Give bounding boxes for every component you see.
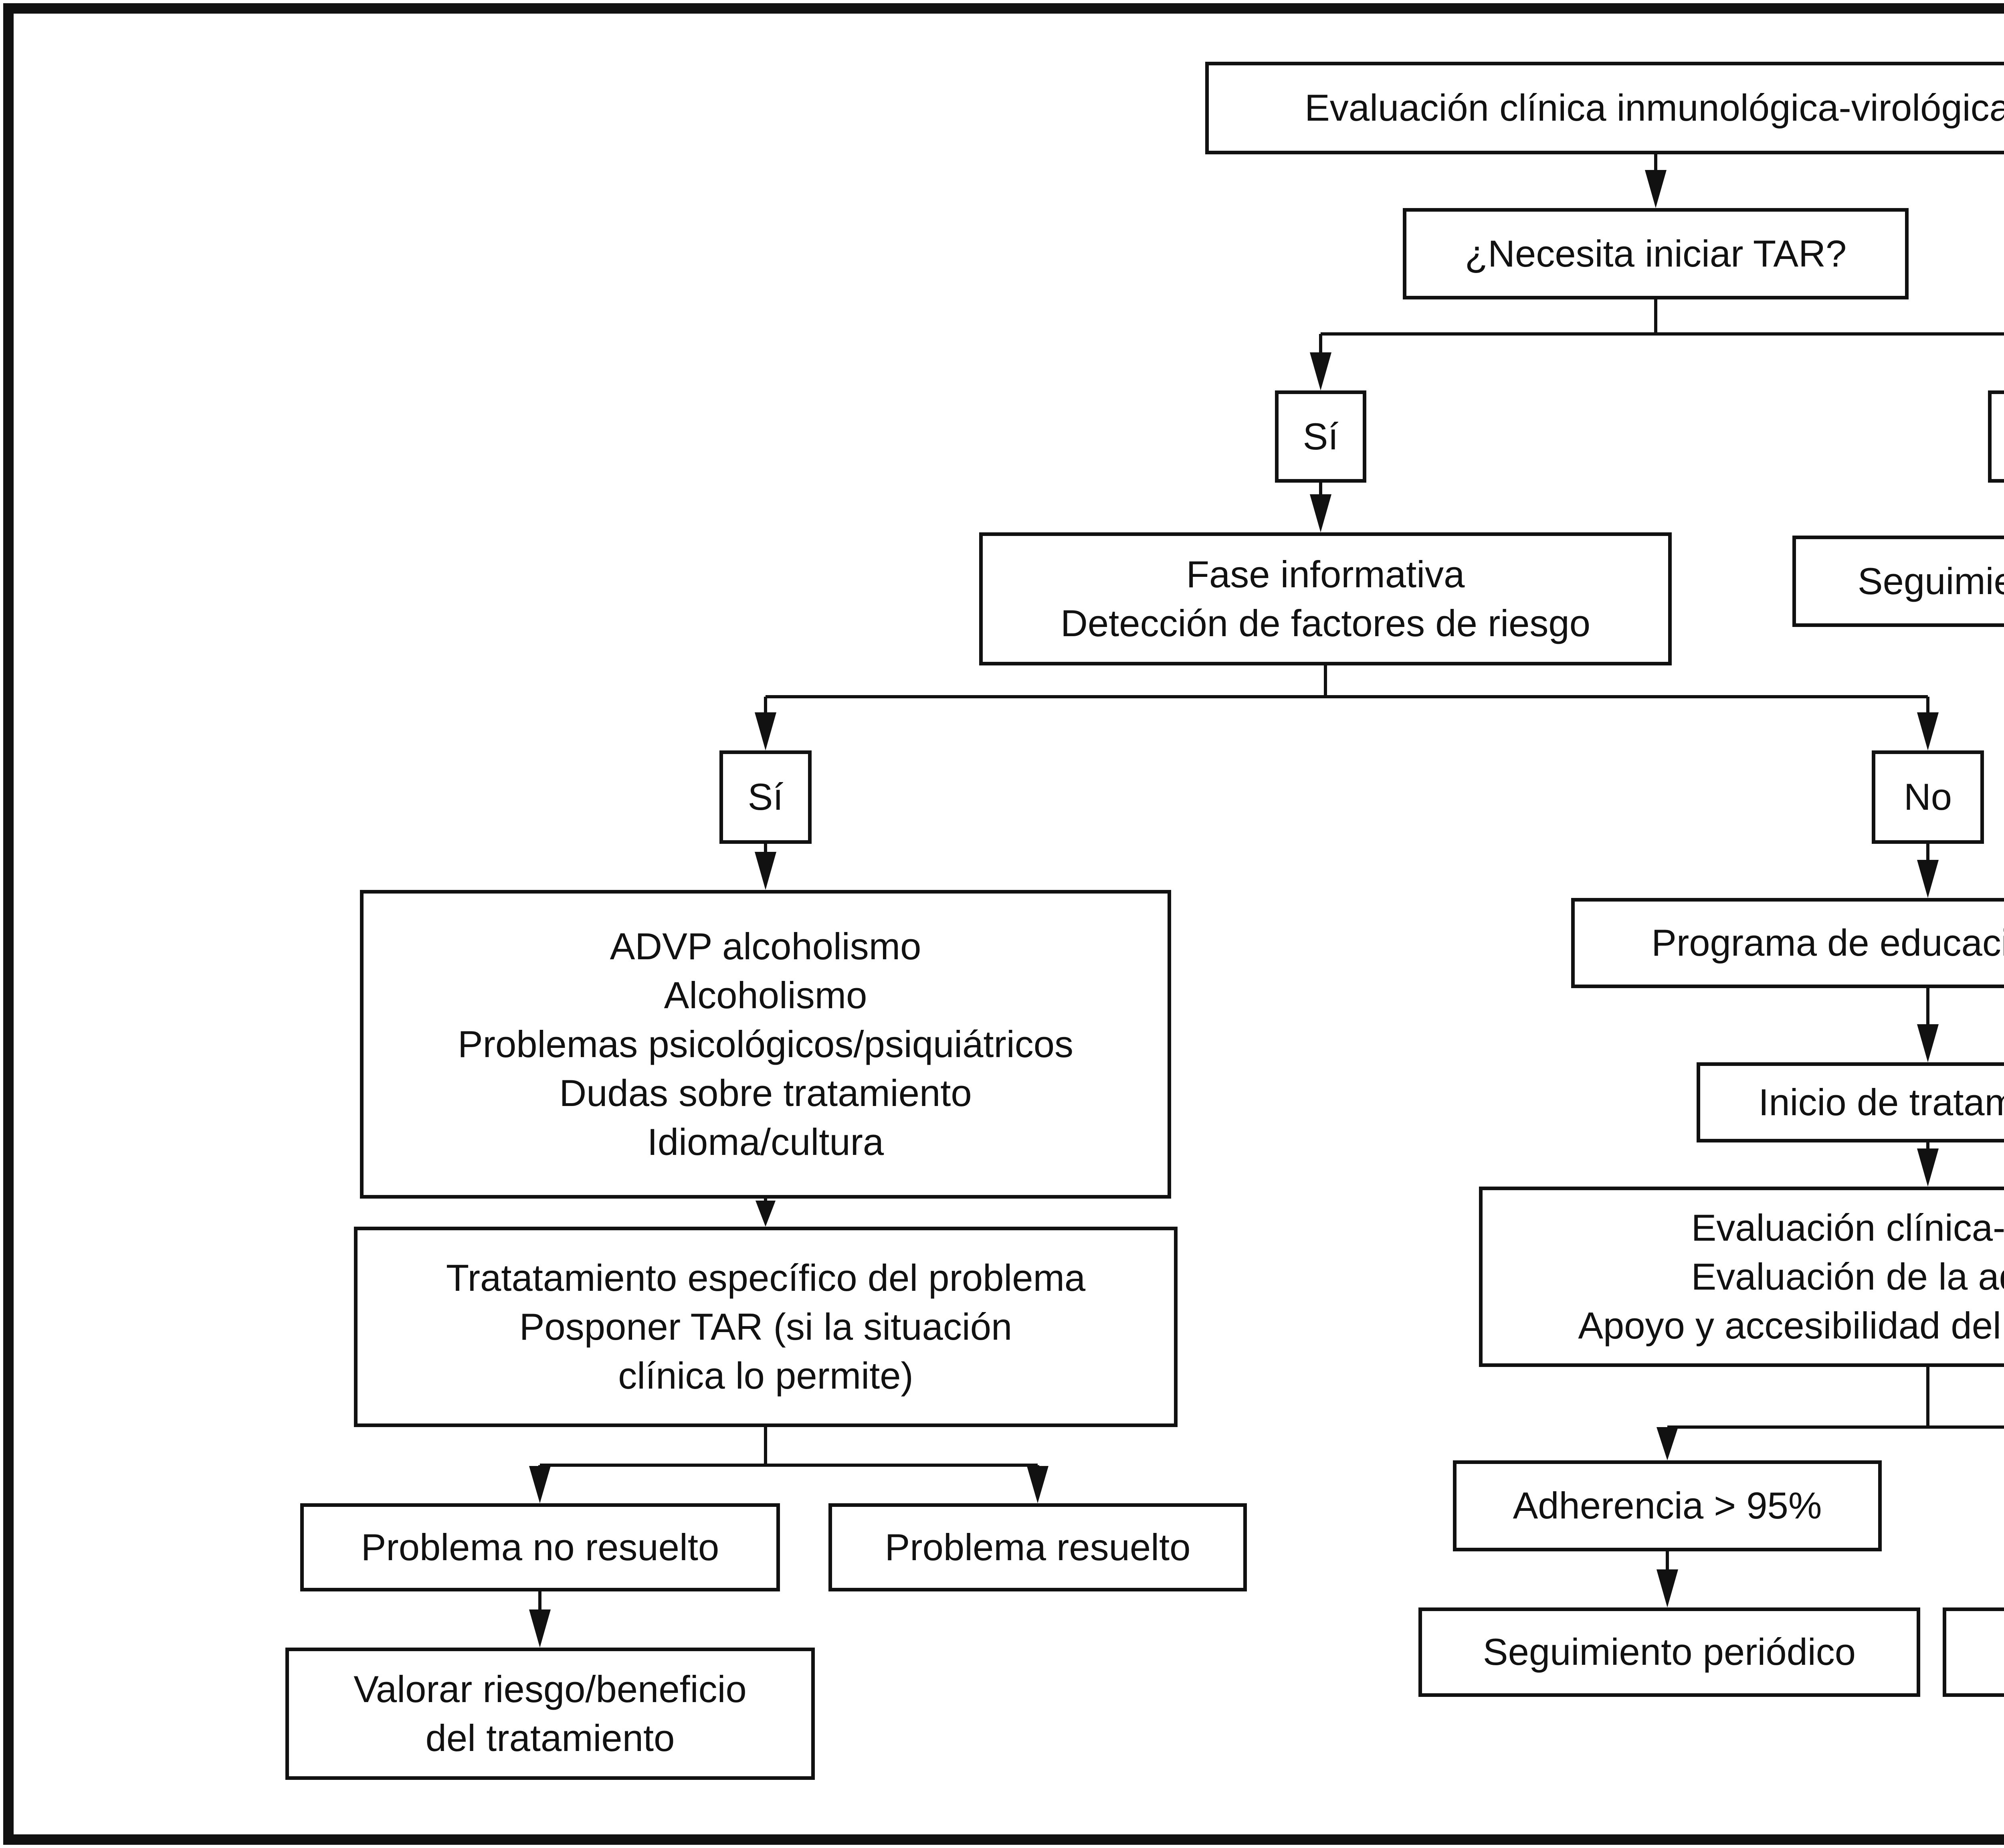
node-factores-riesgo: ADVP alcoholismo Alcoholismo Problemas p… bbox=[360, 890, 1171, 1199]
node-fase-informativa: Fase informativa Detección de factores d… bbox=[979, 532, 1672, 665]
node-label: ADVP alcoholismo Alcoholismo Problemas p… bbox=[457, 925, 1074, 1163]
connector-si1-to-fase bbox=[1310, 483, 1331, 532]
arrowhead bbox=[1027, 1466, 1048, 1503]
connector-evaluacion-split bbox=[1657, 1367, 2004, 1460]
node-label: Tratatamiento específico del problema Po… bbox=[446, 1256, 1086, 1397]
connector-factores-to-tratamiento bbox=[756, 1199, 776, 1227]
node-label: Seguimiento periódico bbox=[1483, 1631, 1856, 1673]
arrowhead bbox=[1310, 352, 1331, 390]
node-label: ¿Necesita iniciar TAR? bbox=[1465, 232, 1847, 275]
node-seguimiento-periodico-2: Seguimiento periódico bbox=[1418, 1607, 1920, 1697]
node-label: Sí bbox=[1303, 415, 1339, 457]
connector-no2-to-educacion bbox=[1917, 844, 1939, 898]
connector-si2-to-factores bbox=[755, 844, 776, 890]
arrowhead bbox=[529, 1609, 551, 1648]
node-label: Evaluación clínica-virológica Evaluación… bbox=[1578, 1206, 2004, 1347]
arrowhead bbox=[1657, 1569, 1678, 1607]
node-programa-educacion-sanitaria: Programa de educación sanitaria bbox=[1571, 898, 2004, 988]
arrowhead bbox=[755, 852, 776, 890]
node-label: Inicio de tratamiento bbox=[1758, 1081, 2004, 1123]
node-evaluacion-clinica-inmunologica: Evaluación clínica inmunológica-virológi… bbox=[1205, 62, 2004, 154]
node-label: Programa de educación sanitaria bbox=[1651, 922, 2004, 964]
arrowhead bbox=[755, 712, 776, 750]
node-problema-resuelto: Problema resuelto bbox=[828, 1503, 1247, 1591]
node-tratamiento-especifico: Tratatamiento específico del problema Po… bbox=[354, 1227, 1178, 1427]
node-evaluacion-adherencia: Evaluación clínica-virológica Evaluación… bbox=[1479, 1187, 2004, 1367]
node-label: Valorar riesgo/beneficio del tratamiento bbox=[354, 1668, 747, 1759]
arrowhead bbox=[1310, 494, 1331, 532]
node-label: Problema no resuelto bbox=[361, 1526, 719, 1568]
node-estrategias-intervencion: Estrategias de intervención bbox=[1943, 1607, 2004, 1697]
connector-educacion-to-inicio bbox=[1917, 988, 1939, 1062]
node-no-1: No bbox=[1988, 390, 2004, 483]
node-si-2: Sí bbox=[719, 750, 812, 844]
node-valorar-riesgo-beneficio: Valorar riesgo/beneficio del tratamiento bbox=[285, 1648, 815, 1780]
node-si-1: Sí bbox=[1275, 390, 1366, 483]
node-label: Problema resuelto bbox=[885, 1526, 1191, 1568]
node-label: Evaluación clínica inmunológica-virológi… bbox=[1305, 87, 2004, 129]
arrowhead bbox=[1917, 1024, 1939, 1062]
arrowhead bbox=[1917, 1148, 1939, 1187]
connector-tratamiento-split bbox=[529, 1427, 1048, 1503]
arrowhead bbox=[756, 1201, 776, 1227]
connector-necesita-split bbox=[1310, 299, 2004, 390]
node-label: No bbox=[1903, 776, 1952, 818]
node-label: Estrategias de intervención bbox=[2001, 1628, 2004, 1676]
node-label: Adherencia > 95% bbox=[1513, 1484, 1822, 1527]
node-problema-no-resuelto: Problema no resuelto bbox=[300, 1503, 780, 1591]
arrowhead bbox=[1917, 712, 1939, 750]
node-necesita-iniciar-tar: ¿Necesita iniciar TAR? bbox=[1403, 208, 1909, 299]
node-inicio-tratamiento: Inicio de tratamiento bbox=[1697, 1062, 2004, 1142]
connector-inicio-to-evaluacion bbox=[1917, 1142, 1939, 1187]
node-label: Fase informativa Detección de factores d… bbox=[1061, 553, 1590, 644]
arrowhead bbox=[1645, 170, 1667, 208]
node-adherencia-mayor-95: Adherencia > 95% bbox=[1453, 1460, 1882, 1551]
arrowhead bbox=[1657, 1427, 1678, 1460]
connector-problema-to-valorar bbox=[529, 1591, 551, 1648]
node-label: Sí bbox=[747, 776, 784, 818]
node-no-2: No bbox=[1872, 750, 1984, 844]
node-label: Seguimiento periódico bbox=[1857, 560, 2004, 602]
arrowhead bbox=[1917, 860, 1939, 898]
node-seguimiento-periodico-1: Seguimiento periódico bbox=[1792, 536, 2004, 627]
connector-eval-to-necesita bbox=[1645, 154, 1667, 208]
connector-mayor-to-seguimiento bbox=[1657, 1551, 1678, 1607]
connector-fase-split bbox=[755, 665, 1939, 750]
arrowhead bbox=[529, 1466, 551, 1503]
